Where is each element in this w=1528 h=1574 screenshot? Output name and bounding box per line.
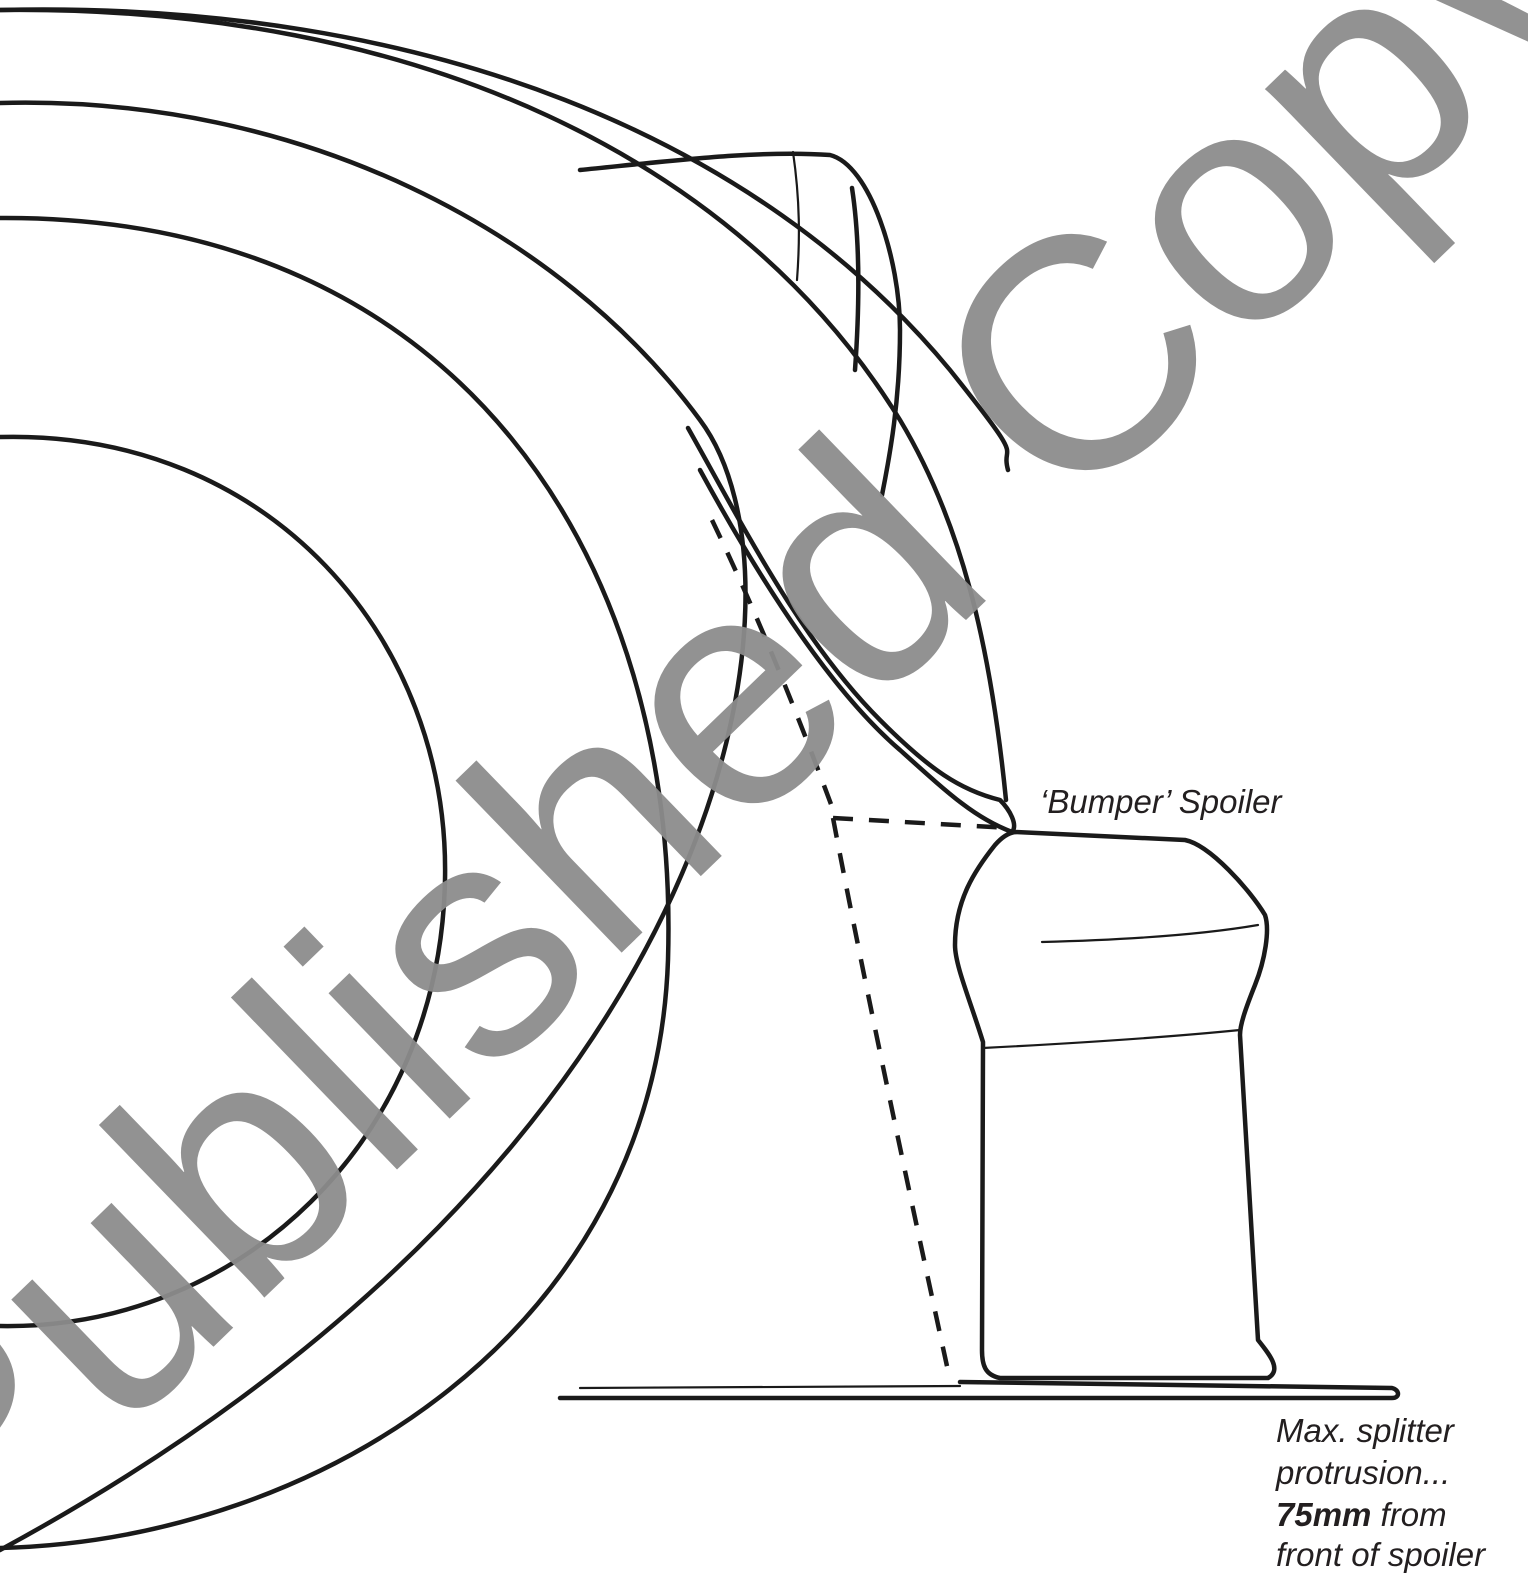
wheel-arc-inner [0,434,448,1329]
bumper-spoiler-underside [697,467,1015,835]
wheel-arc-second [0,100,748,1553]
splitter [557,1379,1401,1401]
splitter-dashed-outline [709,519,1011,1381]
splitter-plate [557,1379,1401,1401]
splitter-label-line-3: 75mm from [1276,1496,1447,1533]
bumper-block-line-2 [981,1028,1242,1050]
fender-hood-inner-line-1 [791,150,800,282]
wheel-arc-outer [0,7,1011,473]
splitter-protrusion-label: Max. splitter protrusion... 75mm from fr… [1275,1412,1487,1573]
bumper-spoiler-label: ‘Bumper’ Spoiler [1040,783,1284,820]
dashed-line-lower [830,817,953,1381]
wheel-arcs [0,7,1011,1553]
splitter-label-line-1: Max. splitter [1276,1412,1456,1449]
splitter-label-from: from [1371,1496,1446,1533]
splitter-label-line-2: protrusion... [1275,1454,1450,1491]
fender [0,7,1017,835]
bumper-spoiler-curve [685,425,1017,835]
splitter-label-line-4: front of spoiler [1276,1536,1487,1573]
fender-hood-top [577,151,903,498]
fender-outer-curve [0,7,1009,803]
splitter-value: 75mm [1276,1496,1371,1533]
dashed-line-horizontal [832,815,1011,831]
fender-hood-inner-line-2 [849,185,861,373]
bumper-block-outline [952,829,1277,1381]
bumper-block-line-1 [1040,923,1260,944]
splitter-underline [578,1384,962,1390]
dashed-line-upper [709,519,838,816]
bumper-block [952,829,1277,1381]
wheel-arc-third-b [0,215,671,1551]
